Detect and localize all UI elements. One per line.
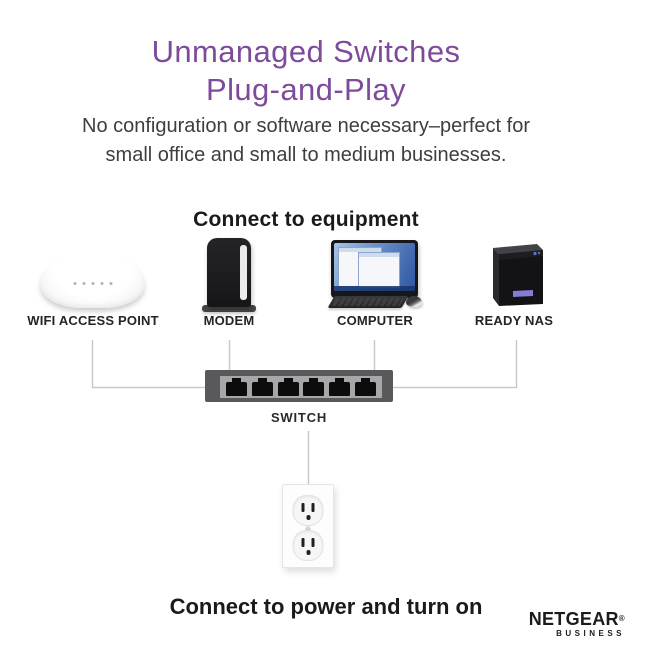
title-line-2: Plug-and-Play <box>206 71 406 107</box>
outlet-slot <box>301 503 305 512</box>
device-label-computer: COMPUTER <box>337 313 413 328</box>
brand-name-text: NETGEAR <box>528 609 619 629</box>
connector-nas-to-switch <box>393 340 518 389</box>
outlet-slot <box>311 503 315 512</box>
mouse-figure <box>406 296 422 307</box>
device-label-wifi-access-point: WIFI ACCESS POINT <box>27 313 159 328</box>
connector-wifi-to-switch <box>91 340 205 389</box>
wifi-led-row <box>73 282 112 285</box>
outlet-ground-hole <box>306 515 310 520</box>
brand-name: NETGEAR® <box>529 610 625 628</box>
device-label-ready-nas: READY NAS <box>474 313 554 328</box>
switch-figure <box>205 370 393 402</box>
outlet-slot <box>311 538 315 547</box>
outlet-slot <box>301 538 305 547</box>
device-label-modem: MODEM <box>203 313 255 328</box>
wifi-access-point-figure <box>40 253 145 308</box>
outlet-receptacle-bottom <box>292 530 324 561</box>
ready-nas-figure <box>493 244 543 306</box>
keyboard-figure <box>327 296 409 308</box>
registered-mark: ® <box>618 614 625 623</box>
rj45-port <box>329 378 351 396</box>
title-line-1: Unmanaged Switches <box>151 33 461 69</box>
outlet-ground-hole <box>306 550 310 555</box>
power-heading: Connect to power and turn on <box>169 594 483 620</box>
page-title: Unmanaged Switches Plug-and-Play <box>0 33 612 109</box>
equipment-heading: Connect to equipment <box>193 208 419 232</box>
rj45-port <box>303 378 325 396</box>
netgear-logo: NETGEAR® BUSINESS <box>529 610 625 638</box>
page-subtitle: No configuration or software necessary–p… <box>0 112 612 170</box>
rj45-port <box>354 378 376 396</box>
subtitle-line-1: No configuration or software necessary–p… <box>82 115 530 137</box>
brand-tagline: BUSINESS <box>556 629 625 638</box>
screen-window <box>358 252 400 288</box>
power-outlet-figure <box>282 484 334 568</box>
computer-screen <box>334 243 415 291</box>
screen-taskbar <box>334 286 415 291</box>
modem-stand <box>202 305 256 312</box>
rj45-port <box>251 378 273 396</box>
modem-figure <box>207 238 251 307</box>
computer-figure <box>331 240 418 298</box>
switch-label: SWITCH <box>270 410 328 425</box>
rj45-port <box>277 378 299 396</box>
outlet-receptacle-top <box>292 495 324 526</box>
outlet-screw <box>305 526 311 531</box>
switch-port-panel <box>220 376 382 398</box>
rj45-port <box>226 378 247 396</box>
subtitle-line-2: small office and small to medium busines… <box>105 144 507 166</box>
